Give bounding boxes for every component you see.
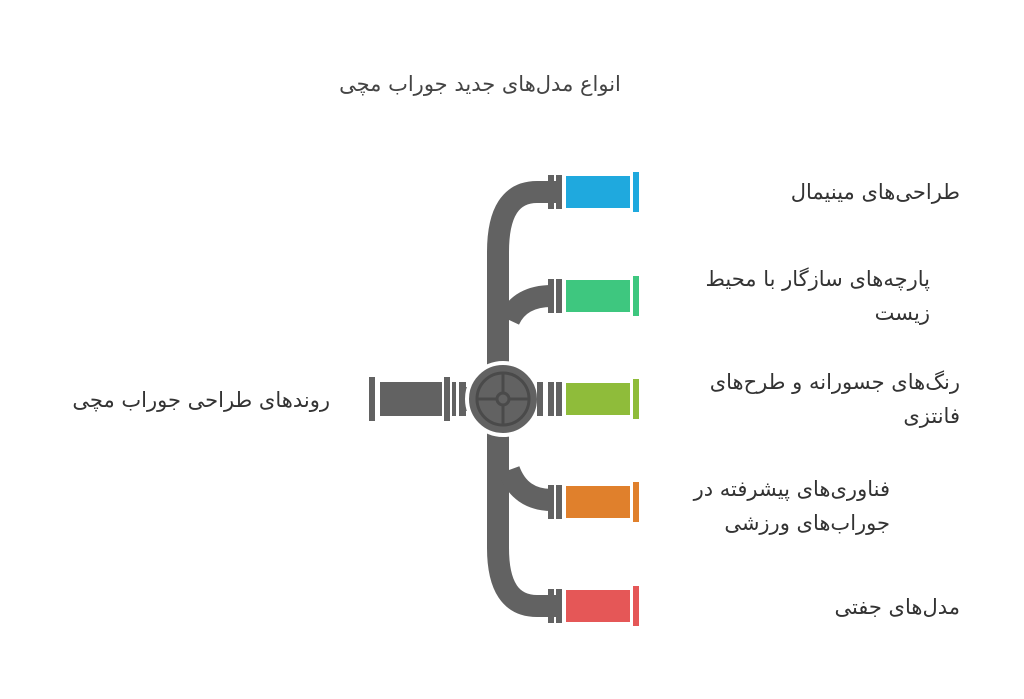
- branch-label-5: مدل‌های جفتی: [834, 595, 960, 619]
- branch-label-4: فناوری‌های پیشرفته در جوراب‌های ورزشی: [693, 477, 890, 535]
- branch-pipe-1: [548, 172, 639, 212]
- branch-pipe-2: [548, 276, 639, 316]
- branch-label-2: پارچه‌های سازگار با محیط زیست: [705, 267, 930, 325]
- branch-pipe-3: [537, 379, 639, 419]
- valve-wheel-icon: [465, 361, 541, 437]
- branch-pipe-5: [548, 586, 639, 626]
- branch-pipe-4: [548, 482, 639, 522]
- branch-label-1: طراحی‌های مینیمال: [790, 180, 960, 204]
- root-label: روندهای طراحی جوراب مچی: [72, 388, 330, 412]
- junction-connectors: [498, 285, 553, 511]
- diagram-title: انواع مدل‌های جدید جوراب مچی: [339, 72, 621, 96]
- branch-label-3: رنگ‌های جسورانه و طرح‌های فانتزی: [709, 370, 960, 428]
